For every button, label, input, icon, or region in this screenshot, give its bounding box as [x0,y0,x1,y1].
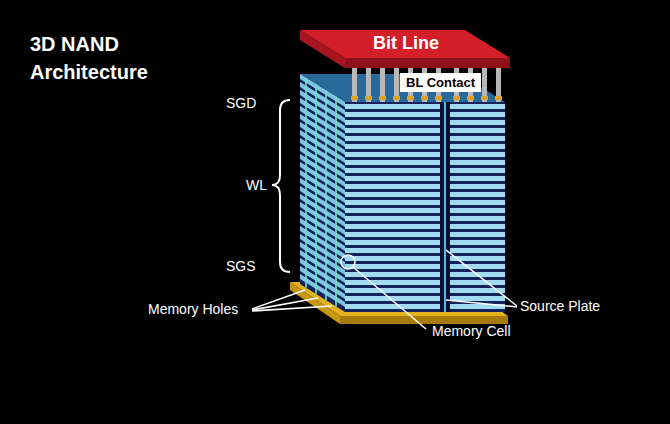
cell-stack [300,74,505,312]
node-label: BL Contact [406,75,475,90]
bit-line-plate: Bit Line [300,28,512,70]
wl-bracket [272,100,290,272]
memory-holes-label: Memory Holes [148,301,238,317]
diagram-title: 3D NAND Architecture [30,30,165,86]
sgd-label: SGD [226,95,256,111]
contact-pillars [351,66,502,102]
sgs-label: SGS [226,258,256,274]
node-label: Bit Line [300,33,512,54]
wl-label: WL [246,177,267,193]
bl-contact-box: BL Contact [400,73,481,92]
memory-cell-label: Memory Cell [432,323,511,339]
source-plate-label: Source Plate [520,298,600,314]
leader-lines [252,250,517,329]
